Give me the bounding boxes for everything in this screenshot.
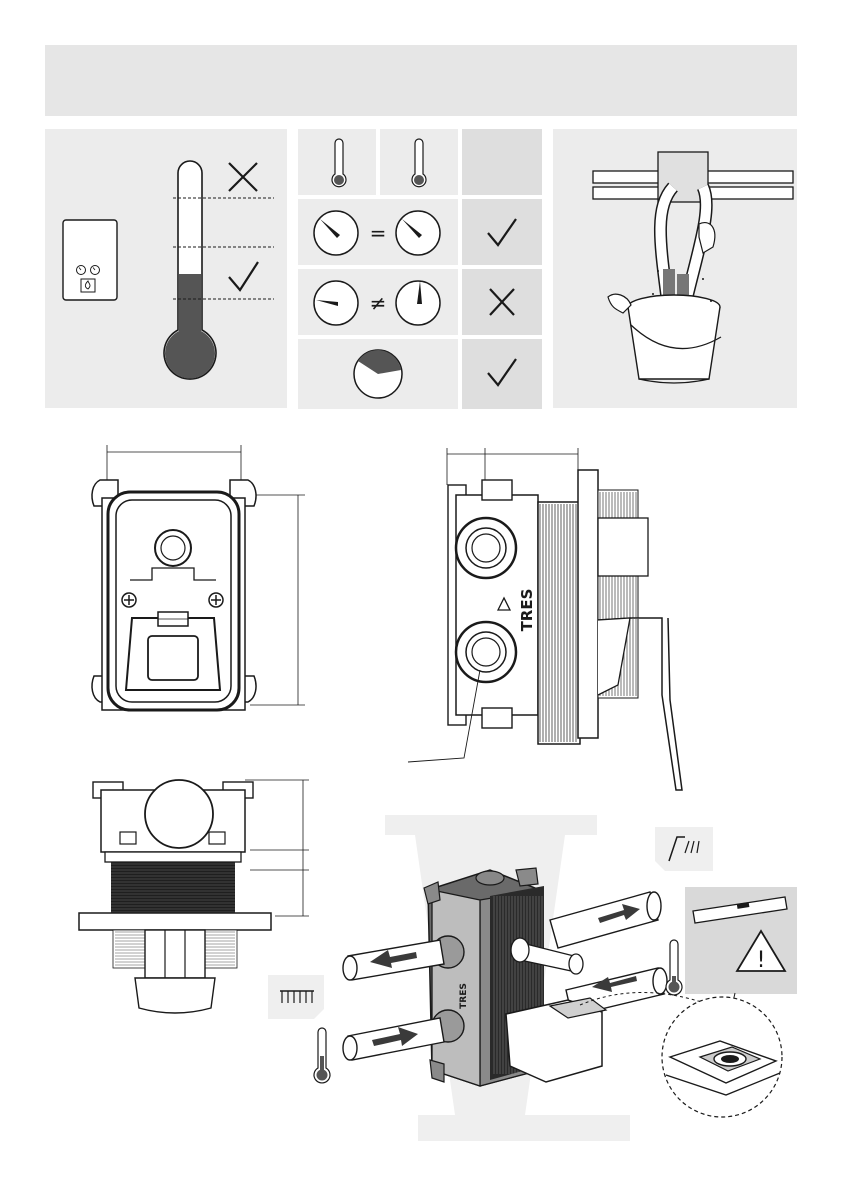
pressure-gauge-icon bbox=[396, 211, 440, 255]
outlet-pipe-upper bbox=[550, 892, 661, 948]
level-warning-illustration: ! bbox=[685, 887, 797, 994]
pressure-gauge-icon bbox=[396, 281, 440, 325]
cross-icon bbox=[229, 163, 257, 191]
spirit-level-icon bbox=[693, 897, 787, 923]
thermometer-icon bbox=[164, 161, 216, 379]
front-view-drawing bbox=[80, 440, 320, 740]
warning-icon: ! bbox=[737, 931, 785, 973]
hot-water-thermometer-icon bbox=[312, 1028, 332, 1084]
check-icon bbox=[229, 262, 258, 290]
not-equal-sign: ≠ bbox=[370, 291, 387, 315]
flushing-illustration bbox=[553, 129, 797, 408]
shower-head-icon bbox=[655, 827, 713, 871]
screw-icon bbox=[122, 593, 136, 607]
equal-sign: = bbox=[370, 221, 387, 245]
header-bar bbox=[45, 45, 797, 116]
bath-filler-icon bbox=[268, 975, 324, 1019]
side-view-drawing: TRES bbox=[400, 440, 680, 800]
boiler-icon bbox=[63, 220, 117, 300]
pressure-table: = ≠ bbox=[298, 129, 542, 409]
pressure-gauge-icon bbox=[314, 211, 358, 255]
svg-text:!: ! bbox=[757, 948, 766, 973]
detail-magnifier bbox=[560, 985, 800, 1125]
screw-icon bbox=[209, 593, 223, 607]
brand-logo-text: TRES bbox=[518, 589, 536, 632]
inlet-pipe-upper bbox=[343, 940, 444, 980]
timer-dial-icon bbox=[354, 350, 402, 398]
inlet-pipe-lower bbox=[343, 1018, 444, 1060]
pressure-gauge-icon bbox=[314, 281, 358, 325]
brand-logo-text-3d: TRES bbox=[459, 983, 469, 1009]
temperature-illustration bbox=[45, 129, 287, 408]
